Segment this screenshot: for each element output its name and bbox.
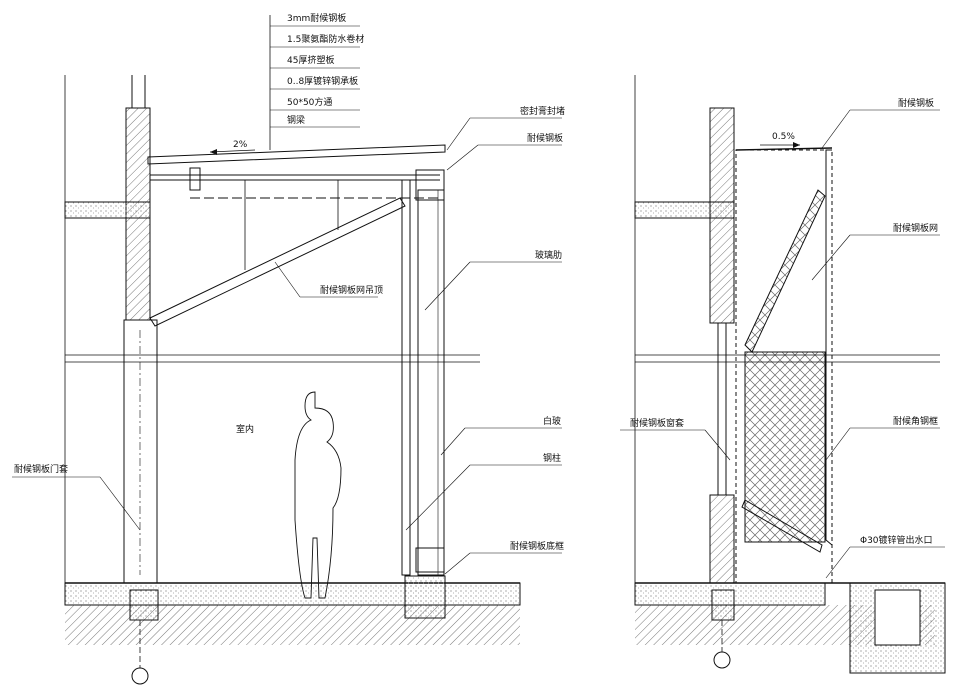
right-slope-label: 0.5%	[772, 132, 795, 142]
lower-mesh-panel	[744, 351, 826, 543]
layer-label-3: 45厚挤塑板	[287, 54, 334, 66]
curb	[404, 575, 446, 619]
label-base-frame: 耐候钢板底框	[510, 540, 564, 552]
layer-label-4: 0..8厚镀锌钢承板	[287, 75, 358, 87]
right-label-mesh: 耐候钢板网	[893, 222, 938, 234]
layer-label-1: 3mm耐候钢板	[287, 12, 346, 24]
right-label-angle-frame: 耐候角钢框	[893, 415, 938, 427]
label-glass: 白玻	[543, 415, 561, 427]
steel-column	[401, 179, 411, 576]
right-axis-circle	[713, 651, 731, 669]
screen-outline	[735, 149, 833, 584]
label-column: 钢柱	[543, 452, 561, 464]
right-label-outlet: Φ30镀锌管出水口	[860, 534, 933, 546]
lower-angle	[741, 499, 823, 553]
human-figure	[294, 391, 342, 599]
right-footing	[711, 589, 735, 621]
floor-beam	[64, 201, 151, 219]
gutter	[189, 167, 201, 191]
right-label-steel-plate: 耐候钢板	[898, 97, 934, 109]
roof-deck	[147, 144, 446, 165]
label-door-jamb: 耐候钢板门套	[14, 463, 68, 475]
label-indoor: 室内	[236, 423, 254, 435]
label-ceiling: 耐候钢板网吊顶	[320, 284, 383, 296]
left-slope-label: 2%	[233, 140, 248, 150]
top-clamp	[415, 169, 445, 201]
glass-fin	[417, 189, 445, 576]
layer-label-5: 50*50方通	[287, 96, 332, 108]
axis-circle	[131, 667, 149, 685]
label-seal: 密封膏封堵	[520, 105, 565, 117]
footing	[129, 589, 159, 621]
ceiling-mesh	[149, 197, 406, 327]
right-section: 0.5% 耐候钢板 耐候钢板网 耐候钢板窗套 耐候角钢框 Φ30镀锌管出水口	[620, 75, 946, 674]
label-steel-plate: 耐候钢板	[527, 132, 563, 144]
door-jamb	[123, 319, 158, 584]
right-label-window-sleeve: 耐候钢板窗套	[630, 417, 684, 429]
right-lower-wall	[709, 494, 735, 584]
bottom-clamp	[415, 547, 445, 573]
right-floor-beam	[634, 201, 735, 219]
left-section: 3mm耐候钢板 1.5聚氨酯防水卷材 45厚挤塑板 0..8厚镀锌钢承板 50*…	[12, 12, 565, 685]
label-glass-fin: 玻璃肋	[535, 249, 562, 261]
drain-channel	[874, 589, 921, 646]
upper-mesh-panel	[744, 189, 826, 353]
layer-label-6: 钢梁	[287, 114, 305, 126]
layer-label-2: 1.5聚氨酯防水卷材	[287, 33, 364, 45]
